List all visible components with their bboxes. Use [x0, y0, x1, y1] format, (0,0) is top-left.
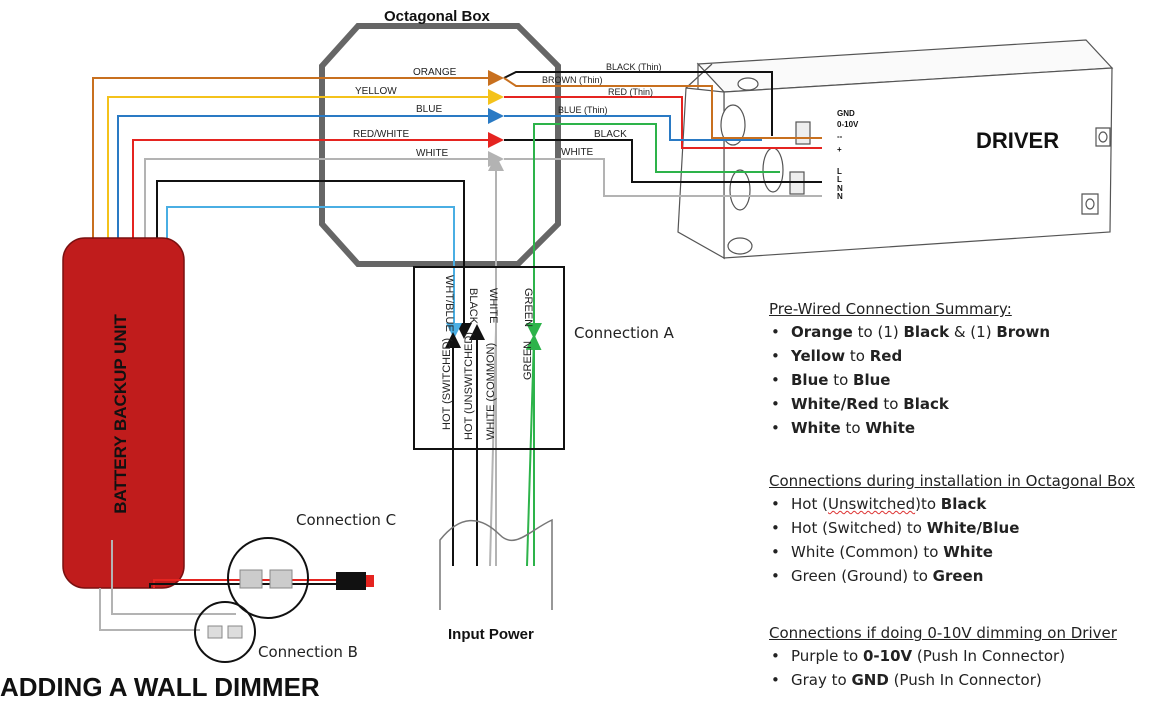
prewired-summary: Pre-Wired Connection Summary: Orange to …	[769, 300, 1050, 440]
orange-wire	[92, 70, 504, 240]
white-wire	[144, 151, 504, 240]
label-yellow: YELLOW	[355, 86, 397, 97]
label-white: WHITE	[416, 148, 449, 159]
driver-title: DRIVER	[976, 128, 1060, 153]
term-n1: N	[837, 184, 843, 193]
list-item: White to White	[769, 416, 1050, 440]
list-item: Hot (Unswitched)to Black	[769, 492, 1135, 516]
term-plus: +	[837, 145, 842, 154]
list-item: Orange to (1) Black & (1) Brown	[769, 320, 1050, 344]
conn-a-bot-3: WHITE (COMMON)	[485, 343, 497, 440]
connection-a-box	[413, 266, 565, 450]
dimming-list: Purple to 0-10V (Push In Connector)Gray …	[769, 644, 1117, 692]
input-power-label: Input Power	[448, 626, 534, 643]
black-wire	[156, 180, 472, 339]
connection-a-label: Connection A	[574, 324, 674, 342]
list-item: Green (Ground) to Green	[769, 564, 1135, 588]
octagonal-box-title: Octagonal Box	[384, 8, 490, 25]
battery-label: BATTERY BACKUP UNIT	[111, 314, 130, 514]
prewired-heading: Pre-Wired Connection Summary:	[769, 300, 1012, 318]
dimming-heading: Connections if doing 0-10V dimming on Dr…	[769, 624, 1117, 642]
connection-b-label: Connection B	[258, 643, 358, 661]
term-gnd: GND	[837, 109, 855, 118]
battery-backup-unit	[62, 237, 185, 589]
dimming-connections: Connections if doing 0-10V dimming on Dr…	[769, 624, 1117, 692]
label-red-white: RED/WHITE	[353, 129, 409, 140]
conn-a-top-4: GREEN	[522, 288, 534, 327]
conn-a-bot-1: HOT (SWITCHED)	[441, 338, 453, 430]
wht-blue-wire	[166, 206, 462, 339]
installation-connections: Connections during installation in Octag…	[769, 472, 1135, 588]
label-blue: BLUE	[416, 104, 442, 115]
conn-a-top-2: BLACK	[467, 288, 479, 325]
installation-heading: Connections during installation in Octag…	[769, 472, 1135, 490]
conn-a-bot-2: HOT (UNSWITCHED)	[463, 332, 475, 440]
label-brown-thin: BROWN (Thin)	[542, 75, 603, 85]
battery-gray-lead-2	[99, 588, 200, 631]
brown-thin-wire	[503, 77, 822, 139]
installation-list: Hot (Unswitched)to BlackHot (Switched) t…	[769, 492, 1135, 588]
label-blue-thin: BLUE (Thin)	[558, 105, 608, 115]
label-black-thin: BLACK (Thin)	[606, 62, 662, 72]
battery-gray-lead	[111, 540, 236, 615]
label-red-thin: RED (Thin)	[608, 87, 653, 97]
label-orange: ORANGE	[413, 67, 457, 78]
list-item: White/Red to Black	[769, 392, 1050, 416]
label-white-right: WHITE	[561, 147, 594, 158]
term-l2: L	[837, 175, 842, 184]
black-thin-wire	[503, 71, 773, 136]
black-driver-wire	[504, 139, 822, 183]
blue-wire	[117, 108, 504, 240]
prewired-list: Orange to (1) Black & (1) BrownYellow to…	[769, 320, 1050, 440]
connection-b-circle	[194, 601, 256, 663]
blue-thin-wire	[504, 115, 762, 141]
octagonal-box	[319, 23, 561, 267]
red-thin-wire	[504, 96, 822, 149]
term-minus: --	[837, 132, 843, 141]
driver-box	[677, 39, 1114, 260]
list-item: Blue to Blue	[769, 368, 1050, 392]
connection-c-label: Connection C	[296, 511, 397, 529]
label-black: BLACK	[594, 129, 627, 140]
conn-a-top-1: WHT/BLUE	[443, 275, 455, 332]
term-0-10v: 0-10V	[837, 120, 859, 129]
red-white-wire	[132, 132, 504, 240]
term-l1: L	[837, 167, 842, 176]
connection-c-circle	[227, 537, 309, 619]
plug-connector	[336, 572, 366, 590]
list-item: Gray to GND (Push In Connector)	[769, 668, 1117, 692]
list-item: Purple to 0-10V (Push In Connector)	[769, 644, 1117, 668]
input-power-conduit	[439, 518, 553, 610]
list-item: White (Common) to White	[769, 540, 1135, 564]
list-item: Hot (Switched) to White/Blue	[769, 516, 1135, 540]
conn-a-bot-4: GREEN	[522, 341, 534, 380]
term-n2: N	[837, 192, 843, 201]
conn-a-top-3: WHITE	[487, 288, 499, 323]
list-item: Yellow to Red	[769, 344, 1050, 368]
white-driver-wire	[504, 158, 822, 197]
bottom-heading: ADDING A WALL DIMMER	[0, 672, 320, 702]
yellow-wire	[107, 89, 504, 240]
